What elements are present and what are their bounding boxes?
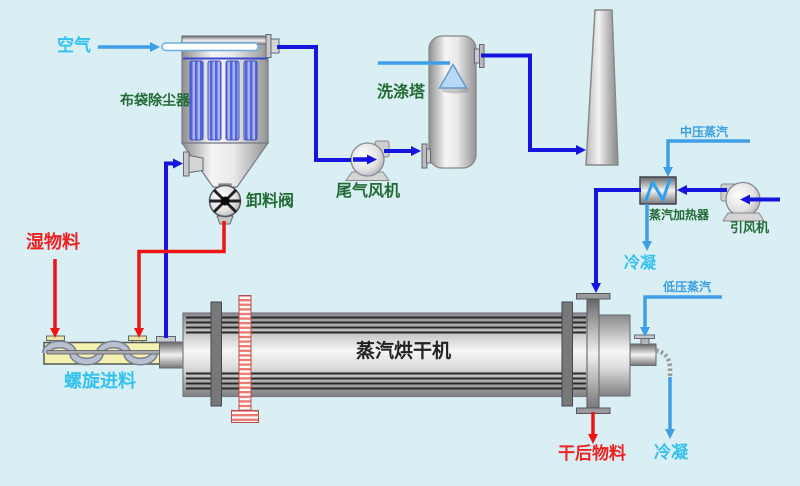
label-steam-heater: 蒸汽加热器 [649,208,710,222]
pipe-heater-to-dryer [591,188,641,293]
label-air: 空气 [57,36,91,55]
label-induced-fan: 引风机 [730,220,770,235]
bag-dust-collector [161,34,280,188]
condensate-hose [655,348,673,377]
material-pipes [50,221,598,444]
label-steam-dryer: 蒸汽烘干机 [356,341,452,362]
dryer-flange [561,301,573,407]
pipe-filter-to-exhaust-fan [277,45,351,162]
girth-gear [238,295,252,411]
label-screw-feed: 螺旋进料 [64,371,136,391]
cone-side-port [183,151,190,177]
steam-heater-exchanger [639,176,677,205]
filter-bags [189,60,258,141]
air-inlet-pipe [161,42,259,52]
label-scrub-tower: 洗涤塔 [377,84,426,101]
label-dried-material: 干后物料 [558,444,626,463]
valve-to-feeder-pipe [134,221,226,338]
steam-dryer-body [156,293,673,423]
pipe-tower-to-chimney [481,53,586,155]
label-mp-steam: 中压蒸汽 [680,125,729,139]
mp-steam-pipe [663,139,750,177]
lp-steam-pipe [640,295,722,337]
label-exhaust-fan: 尾气风机 [336,183,401,200]
gas-pipes [164,45,780,338]
label-wet-material: 湿物料 [26,232,80,252]
steam-pipes [98,42,750,439]
rotary-valve [208,183,242,225]
heater-coil-icon [644,178,671,202]
dryer-tube-ribs [186,316,586,390]
label-condensate-heater: 冷凝 [624,255,657,272]
scrubber-tower [421,35,485,169]
label-lp-steam: 低压蒸汽 [663,280,712,294]
pipe-dryer-to-filter [164,158,183,338]
label-bag-filter: 布袋除尘器 [120,92,190,108]
spray-nozzle-icon [438,62,468,89]
dryer-flange [210,301,222,407]
label-condensate-dryer: 冷凝 [654,443,688,462]
induced-draft-fan [720,181,765,222]
chimney-stack [585,9,619,166]
label-discharge-valve: 卸料阀 [246,193,295,210]
